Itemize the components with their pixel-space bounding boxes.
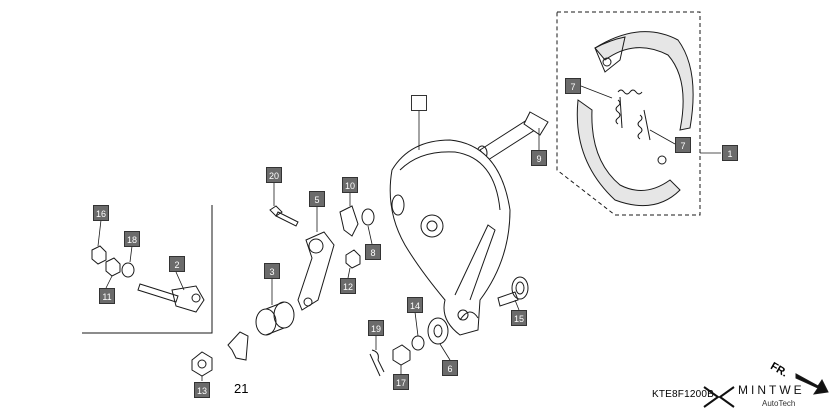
- watermark-name: MINTWE: [738, 383, 805, 397]
- leader-lines: [97, 85, 721, 381]
- callout-12: 12: [340, 278, 356, 294]
- callout-blank: [411, 95, 427, 111]
- callout-8: 8: [365, 244, 381, 260]
- collar-3: [255, 301, 295, 336]
- washer-8: [361, 208, 375, 226]
- callout-7-lower: 7: [675, 137, 691, 153]
- shoe-group-box: [556, 11, 701, 216]
- callout-9: 9: [531, 150, 547, 166]
- watermark-logo: MINTWE AutoTech: [702, 381, 812, 413]
- logo-mark-icon: [703, 386, 735, 408]
- callout-1: 1: [722, 145, 738, 161]
- front-direction-arrow: [795, 373, 829, 395]
- brake-shoes: [576, 31, 694, 207]
- bolt-15: [497, 276, 529, 307]
- nut-13: [191, 351, 213, 377]
- washer-14: [411, 335, 425, 351]
- callout-5: 5: [309, 191, 325, 207]
- nut-12: [345, 249, 361, 269]
- callout-7-upper: 7: [565, 78, 581, 94]
- watermark-sub: AutoTech: [762, 399, 796, 408]
- callout-18: 18: [124, 231, 140, 247]
- callout-11: 11: [99, 288, 115, 304]
- cotter-pin-19: [369, 349, 385, 377]
- callout-16: 16: [93, 205, 109, 221]
- callout-17: 17: [393, 374, 409, 390]
- nut-11: [105, 257, 121, 277]
- callout-15: 15: [511, 310, 527, 326]
- washer-6: [427, 317, 449, 345]
- callout-10: 10: [342, 177, 358, 193]
- callout-6: 6: [442, 360, 458, 376]
- stopper-21: [227, 331, 249, 361]
- indicator-plate-10: [339, 205, 359, 237]
- callout-2: 2: [169, 256, 185, 272]
- callout-19: 19: [368, 320, 384, 336]
- diagram-code: KTE8F1200B: [652, 389, 715, 400]
- rod-group-frame: [82, 205, 213, 334]
- callout-20: 20: [266, 167, 282, 183]
- brake-arm-5: [297, 231, 335, 311]
- callout-14: 14: [407, 297, 423, 313]
- washer-18: [121, 262, 135, 278]
- callout-3: 3: [264, 263, 280, 279]
- bolt-20: [269, 205, 299, 227]
- callout-21: 21: [234, 381, 249, 396]
- brake-rod-2: [137, 283, 205, 313]
- callout-13: 13: [194, 382, 210, 398]
- brake-panel: [389, 139, 511, 336]
- nut-17: [392, 344, 411, 366]
- brake-cam-shaft: [476, 111, 549, 161]
- nut-16: [91, 245, 107, 265]
